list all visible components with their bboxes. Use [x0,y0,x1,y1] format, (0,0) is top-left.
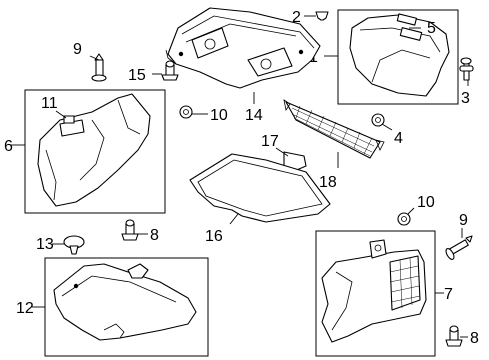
callout-9-bottom: 9 [459,212,468,229]
callout-16: 16 [205,228,223,245]
part-8-bolt-middle[interactable] [121,219,139,241]
part-7-frame [315,230,436,357]
callout-7: 7 [444,286,453,303]
callout-2: 2 [292,9,301,26]
callout-17: 17 [261,133,279,150]
callout-18: 18 [319,174,337,191]
part-15-bolt[interactable] [161,60,179,81]
part-9-fastener-bottom[interactable] [444,235,473,261]
part-12-floor-panel[interactable] [44,257,209,357]
callout-8-middle: 8 [150,227,159,244]
part-2-clip[interactable] [315,11,329,21]
part-4-clip[interactable] [371,113,385,127]
callout-3: 3 [461,90,470,107]
callout-8-bottom: 8 [470,330,479,347]
callout-13: 13 [36,236,54,253]
part-6-frame [24,89,166,214]
part-1-trim-panel[interactable] [337,9,459,105]
callout-10-top: 10 [210,107,228,124]
part-14-package-tray[interactable] [165,7,321,89]
callout-6: 6 [4,138,13,155]
callout-9-top: 9 [73,41,82,58]
part-7-right-trim-panel[interactable] [315,230,436,357]
part-13-cap[interactable] [63,235,85,255]
part-10-clip-bottom[interactable] [397,212,411,226]
callout-15: 15 [128,67,146,84]
callout-11: 11 [41,95,58,112]
part-1-frame [337,9,459,105]
callout-4: 4 [394,130,403,147]
callout-5: 5 [427,20,436,37]
part-6-left-trim-panel[interactable] [24,89,166,214]
callout-10-bottom: 10 [417,194,435,211]
part-8-bolt-bottom[interactable] [445,325,463,347]
callout-12: 12 [16,300,34,317]
part-18-cargo-net[interactable] [283,99,385,159]
part-10-clip-top[interactable] [179,105,193,119]
part-3-push-pin[interactable] [459,57,474,81]
callout-14: 14 [245,107,263,124]
part-16-floor-mat[interactable] [189,153,331,223]
